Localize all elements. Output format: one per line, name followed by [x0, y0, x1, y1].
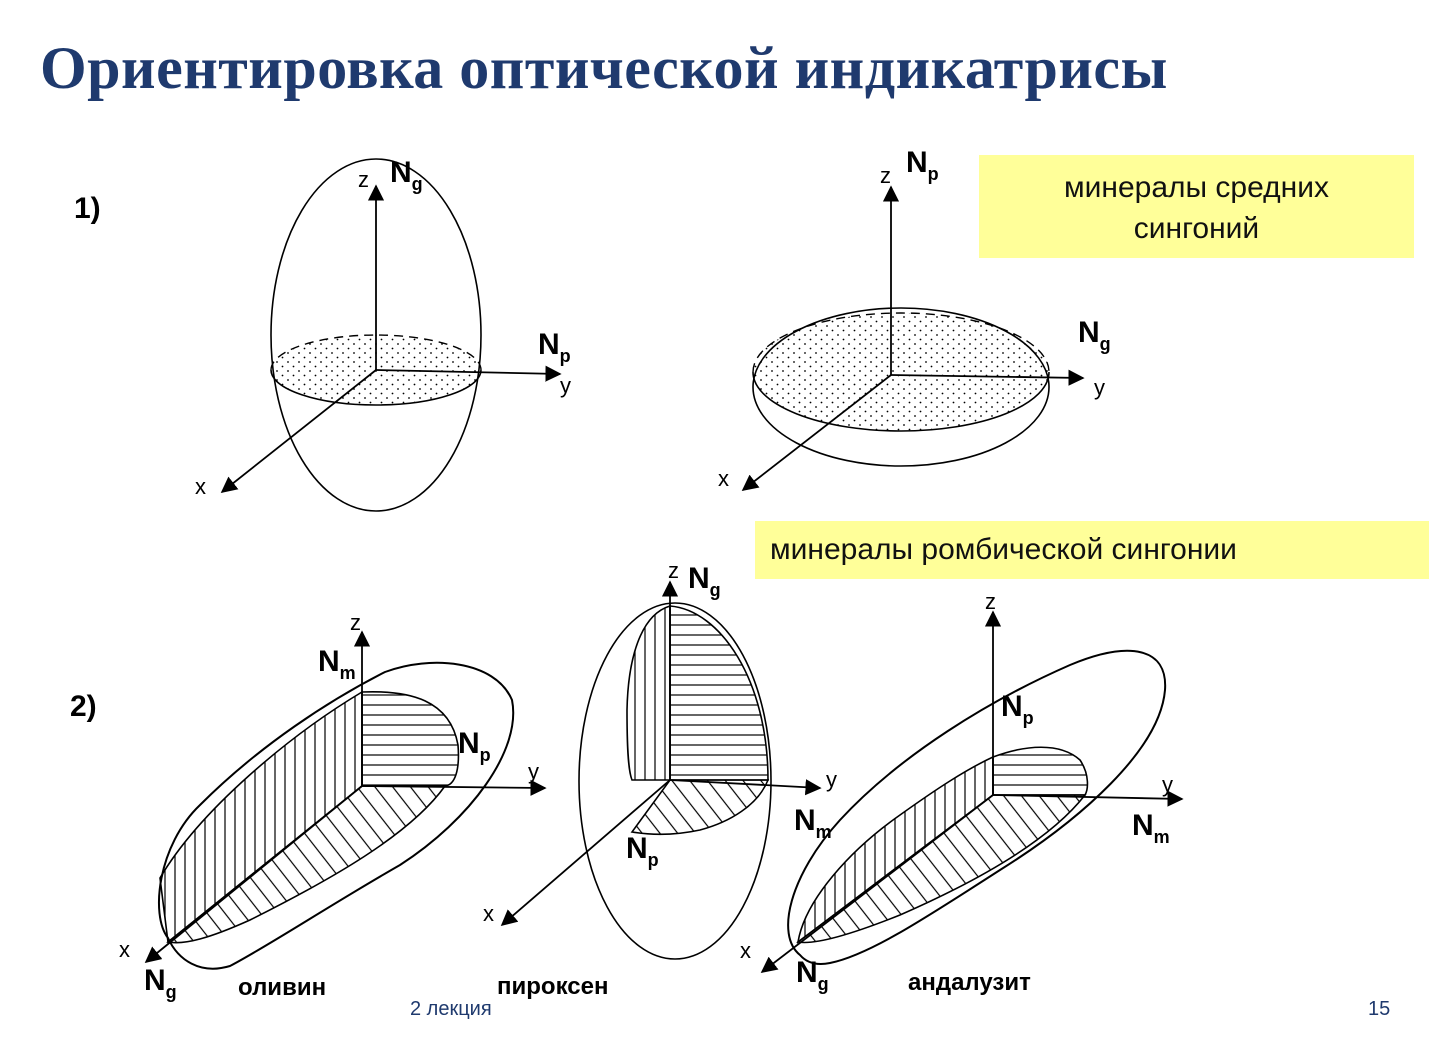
Np-label: Np [1001, 690, 1034, 728]
axis-y-label: y [528, 759, 539, 784]
axis-y-label: y [1094, 375, 1105, 400]
Np-label: Np [458, 727, 491, 765]
axis-x-label: x [119, 937, 130, 962]
note-middle-syngonies: минералы средних сингоний [979, 155, 1414, 258]
page-title: Ориентировка оптической индикатрисы [40, 35, 1168, 101]
note-line-1: минералы средних [1064, 171, 1329, 204]
Np-label: Np [626, 832, 659, 870]
axis-z-label: z [668, 558, 679, 583]
axis-z-label: z [985, 589, 996, 614]
Nm-label: Nm [794, 804, 832, 842]
section-label-1: 1) [74, 192, 101, 225]
section-label-2: 2) [70, 690, 97, 723]
axis-x-label: x [483, 901, 494, 926]
mineral-pyroxene: пироксен [497, 973, 608, 1000]
axis-x-label: x [718, 466, 729, 491]
axis-x-label: x [740, 938, 751, 963]
footer-lecture: 2 лекция [410, 998, 492, 1020]
Ng-label: Ng [390, 156, 423, 194]
Nm-label: Nm [1132, 809, 1170, 847]
mineral-andalusite: андалузит [908, 969, 1031, 996]
axis-y-label: y [560, 373, 571, 398]
indicatrix-andalusite: z Np y Nm x Ng андалузит [740, 589, 1184, 996]
axis-y-label: y [826, 767, 837, 792]
axis-y-label: y [1162, 772, 1173, 797]
ellipsoid-oblate: z Np Ng y x [718, 146, 1111, 491]
axis-z-label: z [880, 163, 891, 188]
Ng-label: Ng [144, 964, 177, 1002]
axis-z-label: z [358, 167, 369, 192]
footer-page-number: 15 [1368, 998, 1391, 1020]
Ng-label: Ng [796, 956, 829, 994]
Ng-label: Ng [688, 562, 721, 600]
indicatrix-olivine: z Nm Np y x Ng оливин [119, 610, 547, 1002]
Nm-label: Nm [318, 645, 356, 683]
Ng-label: Ng [1078, 316, 1111, 354]
Np-label: Np [538, 328, 571, 366]
note-rhombic-syngony: минералы ромбической сингонии [755, 521, 1429, 579]
Np-label: Np [906, 146, 939, 184]
mineral-olivine: оливин [238, 974, 326, 1001]
note-line-2: сингоний [1133, 212, 1260, 245]
axis-x-label: x [195, 474, 206, 499]
ellipsoid-prolate: z Ng Np y x [195, 156, 571, 512]
indicatrix-pyroxene: z Ng y Nm Np x пироксен [483, 558, 837, 1000]
axis-z-label: z [350, 610, 361, 635]
